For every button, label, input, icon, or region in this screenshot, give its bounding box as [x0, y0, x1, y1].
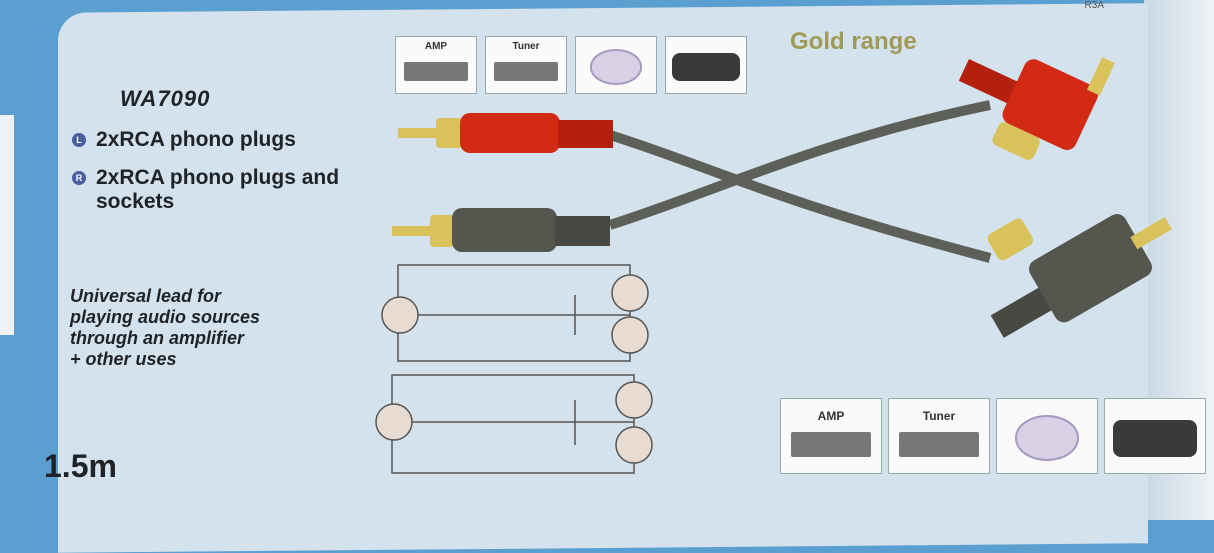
grey-rca-plug-icon: [392, 208, 610, 252]
description-line: Universal lead for: [70, 286, 222, 306]
amp-icon: AMP: [395, 36, 477, 94]
boombox-icon: [665, 36, 747, 94]
grey-plug-socket-icon: [987, 214, 1172, 338]
right-channel-badge-icon: R: [72, 171, 86, 186]
tuner-label: Tuner: [512, 41, 540, 52]
cd-player-icon: [575, 36, 657, 94]
cable-left-to-right-grey: [608, 130, 992, 263]
feature-left: L 2xRCA phono plugs: [72, 128, 296, 152]
left-edge-sheet: [0, 115, 14, 335]
description-line: through an amplifier: [70, 328, 245, 348]
boombox-icon: [1104, 398, 1206, 474]
cable-length: 1.5m: [44, 448, 117, 484]
feature-right-text: 2xRCA phono plugs and sockets: [96, 166, 340, 213]
range-title: Gold range: [790, 28, 917, 55]
tuner-icon: Tuner: [888, 398, 990, 474]
description-line: + other uses: [70, 349, 177, 369]
product-description: Universal lead for playing audio sources…: [70, 286, 260, 370]
tuner-label: Tuner: [922, 409, 956, 423]
amp-icon: AMP: [780, 398, 882, 474]
wiring-diagram-2: [375, 374, 653, 474]
amp-label: AMP: [817, 409, 845, 423]
tuner-icon: Tuner: [485, 36, 567, 94]
product-code: WA7090: [120, 86, 211, 111]
cd-player-icon: [996, 398, 1098, 474]
left-channel-badge-icon: L: [72, 133, 86, 148]
red-rca-plug-icon: [398, 113, 613, 153]
cable-left-to-right-red: [608, 100, 992, 230]
feature-right: R 2xRCA phono plugs and sockets: [72, 166, 356, 214]
red-plug-socket-icon: [958, 57, 1115, 160]
feature-left-text: 2xRCA phono plugs: [96, 128, 296, 151]
amp-label: AMP: [424, 41, 448, 52]
wiring-diagram-1: [381, 264, 649, 362]
corner-tag: R3A: [1084, 0, 1104, 11]
cable-illustration: [375, 57, 1172, 474]
description-line: playing audio sources: [70, 307, 261, 327]
